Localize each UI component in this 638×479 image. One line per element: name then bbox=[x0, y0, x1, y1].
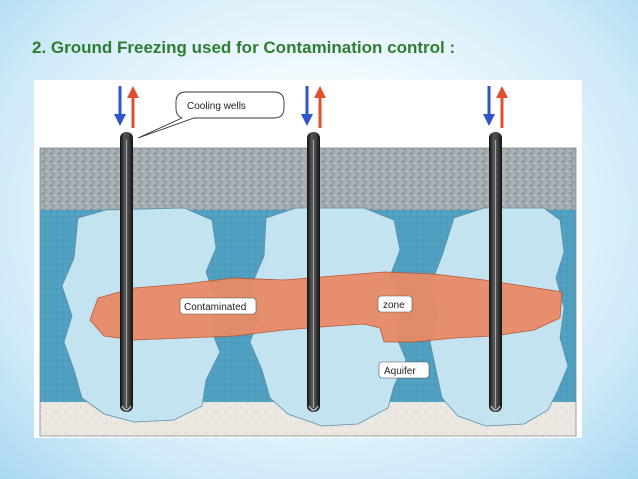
label-aquifer: Aquifer bbox=[384, 366, 416, 377]
well-right bbox=[483, 86, 508, 412]
label-box-aquifer: Aquifer bbox=[378, 361, 430, 379]
slide-title: 2. Ground Freezing used for Contaminatio… bbox=[32, 38, 456, 57]
label-box-zone: zone bbox=[377, 295, 413, 313]
well-center bbox=[301, 86, 326, 412]
label-cooling-wells: Cooling wells bbox=[187, 101, 246, 112]
arrow-up-icon bbox=[496, 86, 508, 128]
arrow-up-icon bbox=[127, 86, 139, 128]
label-contaminated: Contaminated bbox=[184, 302, 246, 313]
label-zone: zone bbox=[383, 300, 405, 311]
ground-freezing-diagram: Cooling wells Contaminated zone Aquifer bbox=[34, 80, 582, 438]
arrow-down-icon bbox=[301, 86, 313, 126]
callout-cooling-wells: Cooling wells bbox=[137, 91, 285, 139]
diagram-svg: Cooling wells Contaminated zone Aquifer bbox=[39, 86, 577, 437]
label-box-contaminated: Contaminated bbox=[179, 297, 257, 315]
well-left bbox=[114, 86, 139, 412]
arrow-down-icon bbox=[483, 86, 495, 126]
arrow-up-icon bbox=[314, 86, 326, 128]
arrow-down-icon bbox=[114, 86, 126, 126]
